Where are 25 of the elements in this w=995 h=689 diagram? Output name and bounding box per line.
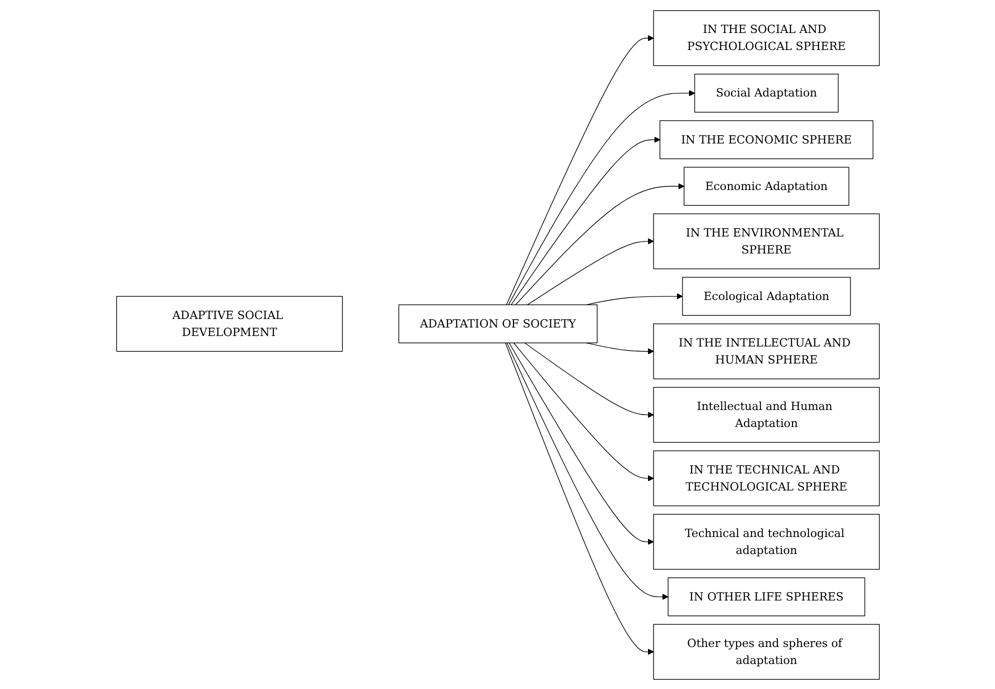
arrow [585,342,654,354]
node-box: IN THE TECHNICAL AND TECHNOLOGICAL SPHERE [652,450,880,506]
node-box: IN THE ECONOMIC SPHERE [659,120,873,159]
node-box: Other types and spheres of adaptation [652,623,880,680]
node-box: IN THE ENVIRONMENTAL SPHERE [652,212,880,269]
node-box: IN THE INTELLECTUAL AND HUMAN SPHERE [652,322,880,379]
arrow [510,136,660,305]
arrow [526,238,654,305]
node-box: ADAPTATION OF SOCIETY [398,304,598,343]
arrow [514,182,684,305]
arrow [504,342,654,654]
node-box: Economic Adaptation [683,166,849,206]
node-box: Intellectual and Human Adaptation [652,386,880,442]
node-box: Technical and technological adaptation [652,513,880,570]
arrow [508,342,654,544]
arrow [506,34,654,305]
node-box: IN OTHER LIFE SPHERES [667,576,865,616]
arrow [508,90,694,305]
node-box: IN THE SOCIAL AND PSYCHOLOGICAL SPHERE [652,10,880,66]
node-box: Social Adaptation [694,73,838,112]
node-box: Ecological Adaptation [682,276,850,316]
arrow [506,342,668,600]
arrow [512,342,654,481]
node-box: ADAPTIVE SOCIAL DEVELOPMENT [116,295,342,352]
arrow [524,342,654,418]
